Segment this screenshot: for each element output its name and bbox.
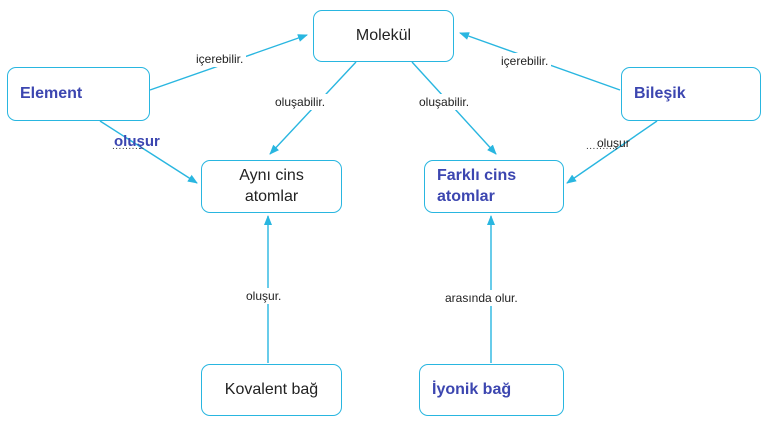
arrow-bilesik-farkli: [566, 120, 658, 184]
arrow-element-ayni: [99, 120, 198, 184]
edge-label-element-molekul: içerebilir.: [193, 51, 247, 67]
edge-label-molekul-ayni: oluşabilir.: [272, 94, 329, 110]
node-element-label: Element: [20, 84, 83, 102]
edge-label-bilesik-molekul: içerebilir.: [498, 53, 552, 69]
blank-dots-element-ayni: ..........: [112, 141, 145, 152]
node-bilesik: Bileşik: [621, 67, 761, 121]
node-ayni-cins-label: Aynı cins atomlar: [239, 166, 304, 205]
node-kovalent-bag: Kovalent bağ: [201, 364, 342, 416]
node-iyonik-bag: İyonik bağ: [419, 364, 564, 416]
node-bilesik-label: Bileşik: [634, 84, 686, 102]
node-farkli-cins-atomlar: Farklı cins atomlar: [424, 160, 564, 213]
node-iyonik-label: İyonik bağ: [432, 380, 512, 398]
node-molekul-label: Molekül: [355, 26, 412, 44]
edge-label-element-ayni: oluşur: [114, 133, 160, 150]
edge-label-bilesik-farkli: oluşur: [597, 136, 630, 150]
node-kovalent-label: Kovalent bağ: [224, 380, 319, 398]
edge-label-kovalent-ayni: oluşur.: [243, 288, 285, 304]
blank-dots-bilesik-farkli: ..........: [586, 141, 619, 152]
edge-label-iyonik-farkli: arasında olur.: [442, 290, 521, 306]
edge-label-molekul-farkli: oluşabilir.: [416, 94, 473, 110]
node-farkli-cins-label: Farklı cins atomlar: [437, 166, 517, 205]
node-molekul: Molekül: [313, 10, 454, 62]
node-ayni-cins-atomlar: Aynı cins atomlar: [201, 160, 342, 213]
node-element: Element: [7, 67, 150, 121]
